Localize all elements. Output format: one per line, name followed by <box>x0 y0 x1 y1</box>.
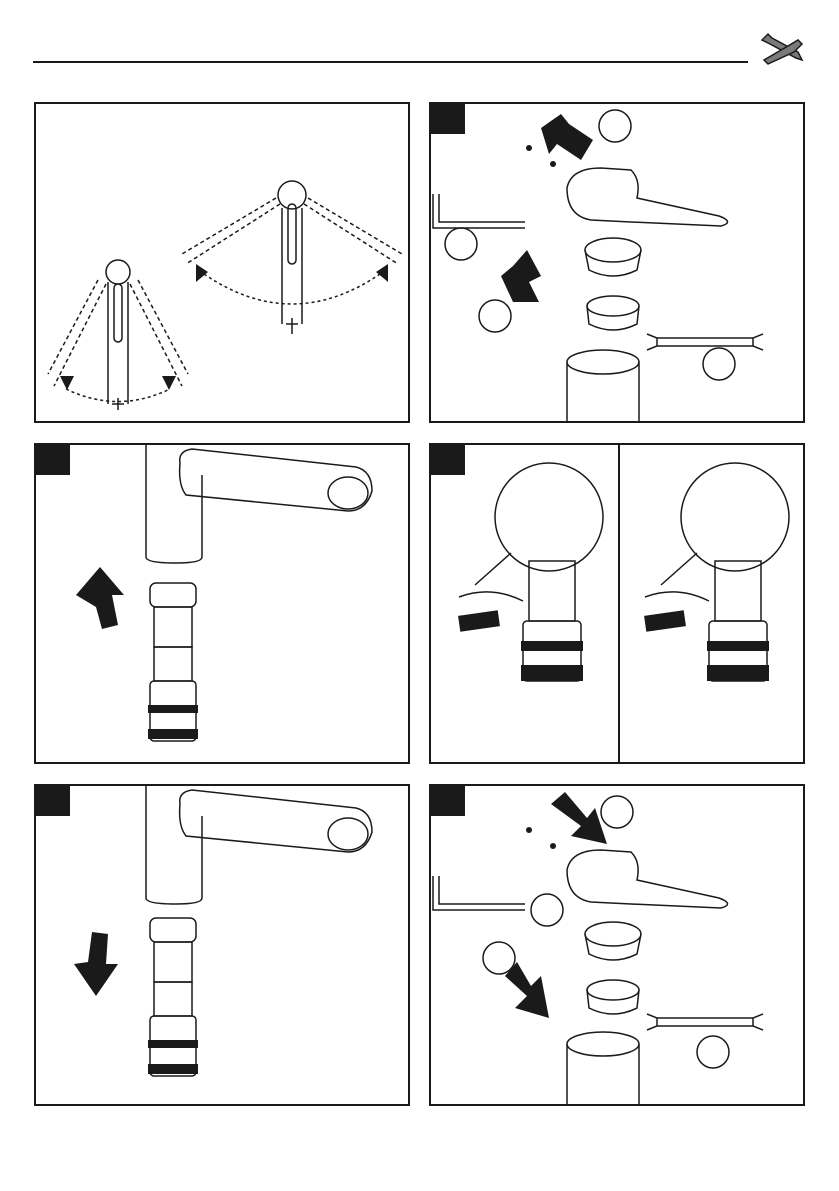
remove-handle-illustration <box>431 104 803 421</box>
cartridge-ring-illustration <box>431 445 803 762</box>
panel-remove-handle <box>429 102 805 423</box>
panel-insert-cartridge <box>34 784 410 1106</box>
panel-reassemble-handle <box>429 784 805 1106</box>
header-rule <box>33 61 748 63</box>
panel-cartridge-rings <box>429 443 805 764</box>
lever-rotation-illustration <box>36 104 408 421</box>
panel-remove-cartridge <box>34 443 410 764</box>
wrench-icon <box>758 30 806 70</box>
panel-lever-rotation <box>34 102 410 423</box>
remove-cartridge-illustration <box>36 445 408 762</box>
reassemble-handle-illustration <box>431 786 803 1104</box>
insert-cartridge-illustration <box>36 786 408 1104</box>
